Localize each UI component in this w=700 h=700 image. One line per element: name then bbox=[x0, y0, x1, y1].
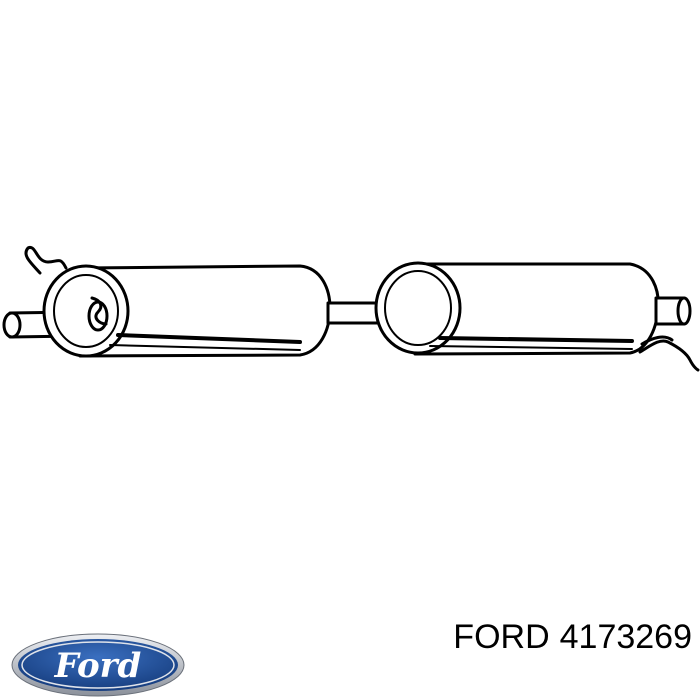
ford-logo-wordmark: Ford bbox=[54, 646, 142, 686]
front-muffler-end-cap bbox=[42, 264, 130, 358]
brand-name: FORD bbox=[453, 618, 550, 656]
left-hanger-wire bbox=[24, 245, 68, 275]
part-number: 4173269 bbox=[559, 618, 692, 656]
right-hanger-wire bbox=[638, 339, 700, 372]
rear-muffler-end-cap bbox=[374, 261, 462, 355]
inlet-pipe-opening bbox=[2, 311, 22, 339]
ford-logo: Ford bbox=[11, 633, 185, 697]
